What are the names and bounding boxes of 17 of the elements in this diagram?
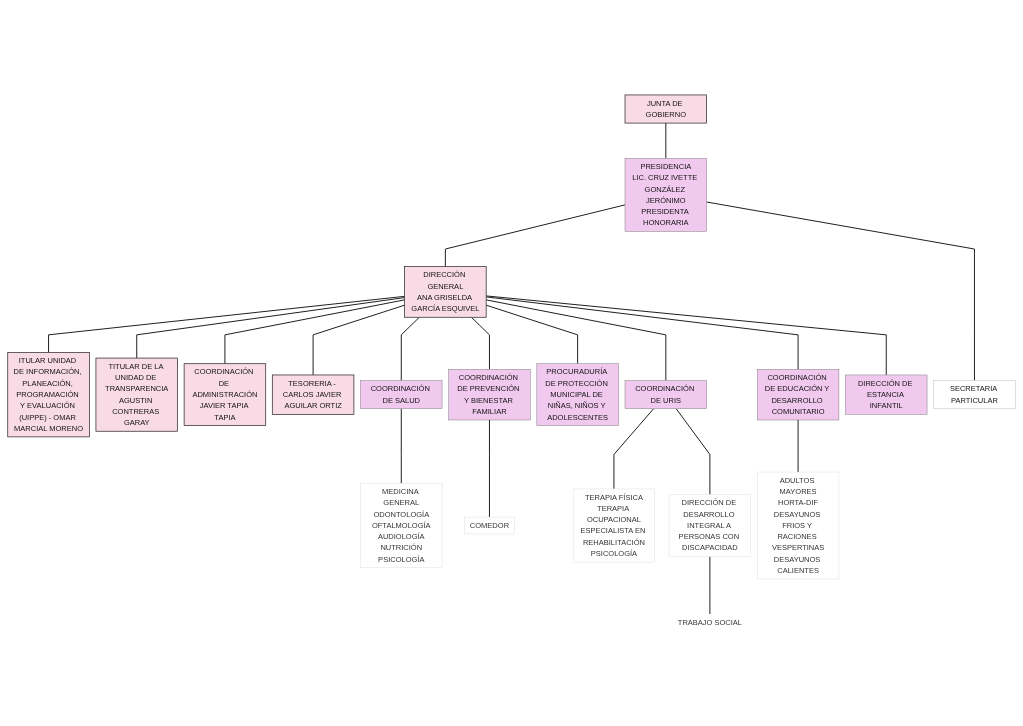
- connector: [470, 316, 490, 370]
- connector: [613, 408, 655, 490]
- connector: [485, 304, 579, 365]
- connector: [665, 122, 667, 159]
- connector: [706, 201, 975, 382]
- connector: [224, 299, 406, 365]
- connector: [48, 295, 406, 353]
- connector: [312, 304, 406, 376]
- connector: [485, 299, 667, 382]
- connector: [489, 419, 490, 518]
- connector: [136, 297, 406, 359]
- connector: [485, 296, 799, 370]
- connector: [675, 408, 711, 496]
- connector: [400, 316, 420, 382]
- connector: [444, 204, 626, 268]
- connector: [400, 408, 402, 484]
- connector: [485, 295, 887, 376]
